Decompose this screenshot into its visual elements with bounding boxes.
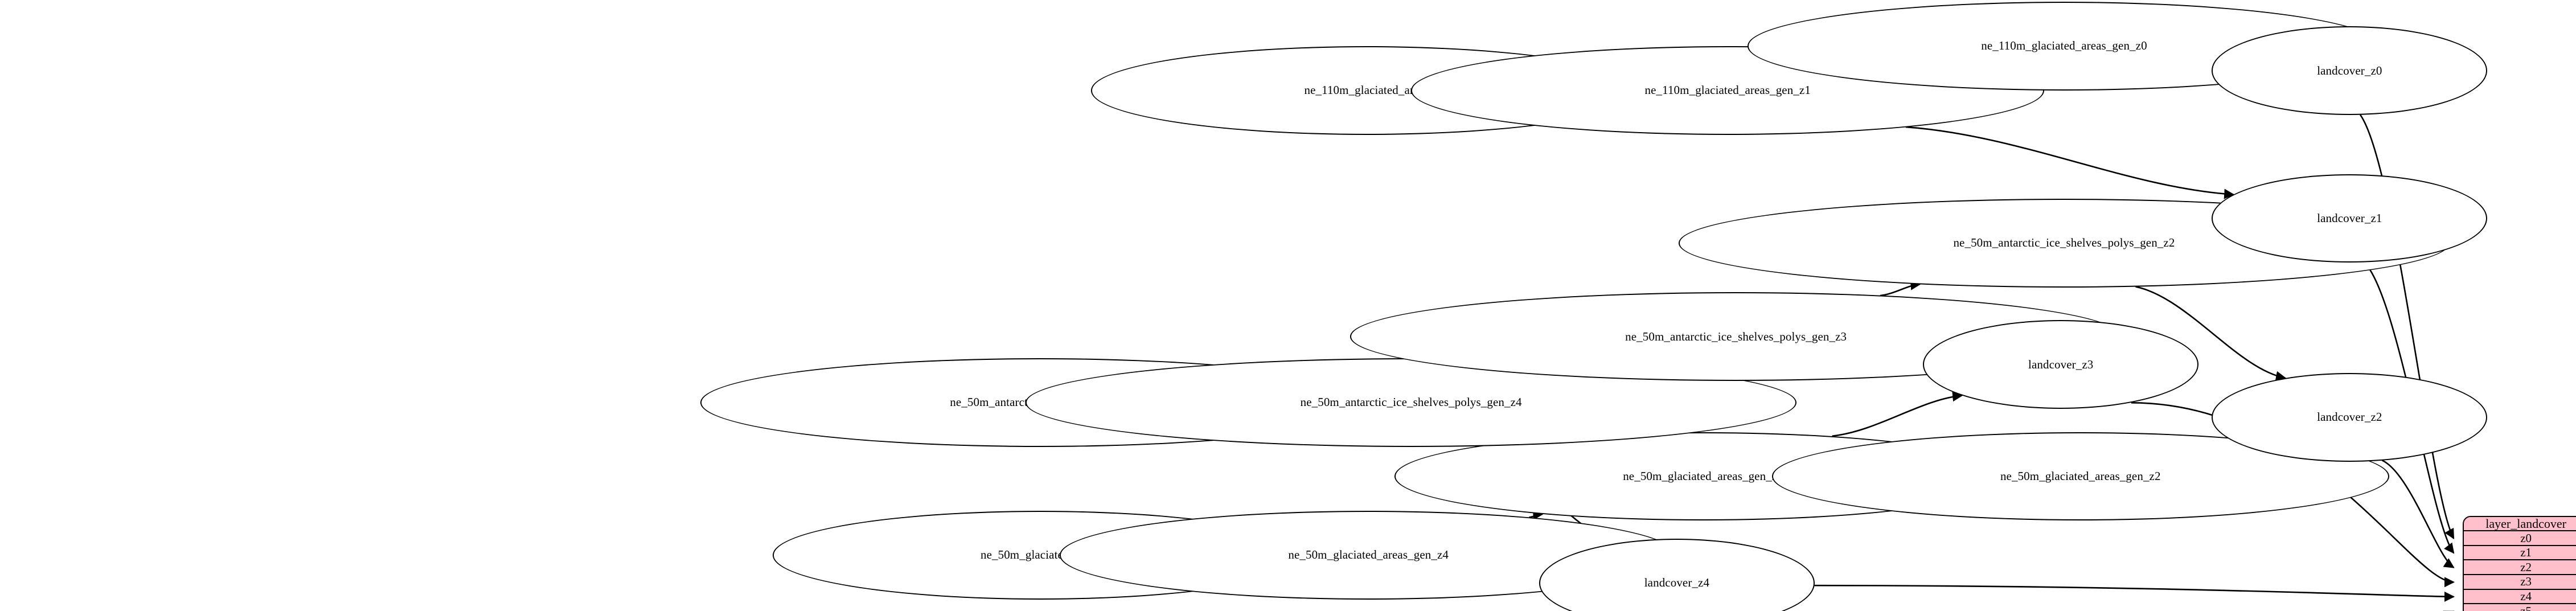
edge-ne_50m_glaciated_areas_gen_z4-to-ne_50m_glaciated_areas_gen_z3 bbox=[1529, 510, 1544, 520]
graph-node-landcover_z4[interactable]: landcover_z4 bbox=[1539, 539, 1815, 611]
edge-ne_50m_antarctic_ice_shelves_polys_gen_z3-to-ne_50m_antarctic_ice_shelves_polys_gen_z2 bbox=[1880, 280, 1921, 297]
graph-node-landcover_z3[interactable]: landcover_z3 bbox=[1923, 320, 2199, 409]
node-label: landcover_z4 bbox=[1644, 576, 1710, 590]
graph-node-ne_50m_antarctic_ice_shelves_polys_gen_z4[interactable]: ne_50m_antarctic_ice_shelves_polys_gen_z… bbox=[1025, 358, 1797, 447]
node-label: ne_50m_glaciated_areas_gen_z3 bbox=[1623, 469, 1783, 483]
record-node-layer-landcover[interactable]: layer_landcoverz0z1z2z3z4z5z6z7z8z9z10z1… bbox=[2463, 515, 2576, 611]
graph-node-landcover_z0[interactable]: landcover_z0 bbox=[2212, 26, 2488, 115]
node-label: landcover_z3 bbox=[2028, 357, 2094, 371]
record-row-z1[interactable]: z1 bbox=[2464, 546, 2576, 561]
edge-landcover_z4-to-layer_landcover-z4 bbox=[1814, 584, 2455, 602]
node-label: ne_110m_glaciated_areas_gen_z1 bbox=[1644, 83, 1811, 97]
edge-landcover_z2-to-layer_landcover-z2 bbox=[2381, 460, 2455, 568]
record-header: layer_landcover bbox=[2464, 517, 2576, 532]
node-label: ne_50m_antarctic_ice_shelves_polys_gen_z… bbox=[1625, 329, 1847, 343]
node-label: ne_110m_glaciated_areas bbox=[1304, 83, 1430, 97]
edge-ne_110m_glaciated_areas_gen_z1-to-landcover_z1 bbox=[1905, 126, 2235, 199]
record-row-z2[interactable]: z2 bbox=[2464, 560, 2576, 576]
edge-ne_50m_glaciated_areas_gen_z3-to-landcover_z3 bbox=[1832, 391, 1963, 437]
node-label: ne_50m_antarctic_ice_shelves_polys_gen_z… bbox=[1300, 395, 1522, 409]
node-label: landcover_z0 bbox=[2317, 63, 2382, 77]
node-label: ne_50m_glaciated_areas_gen_z2 bbox=[2000, 469, 2161, 483]
record-row-z3[interactable]: z3 bbox=[2464, 575, 2576, 590]
node-label: ne_50m_antarctic_ice_shelves_polys_gen_z… bbox=[1953, 236, 2175, 250]
graph-node-landcover_z1[interactable]: landcover_z1 bbox=[2212, 174, 2488, 263]
node-label: ne_110m_glaciated_areas_gen_z0 bbox=[1981, 39, 2147, 53]
node-label: landcover_z1 bbox=[2317, 211, 2382, 225]
node-label: landcover_z2 bbox=[2317, 410, 2382, 424]
graph-node-landcover_z2[interactable]: landcover_z2 bbox=[2212, 372, 2488, 462]
node-label: ne_50m_glaciated_areas_gen_z4 bbox=[1288, 548, 1449, 562]
record-row-z4[interactable]: z4 bbox=[2464, 589, 2576, 605]
record-row-z5[interactable]: z5 bbox=[2464, 604, 2576, 611]
record-row-z0[interactable]: z0 bbox=[2464, 531, 2576, 546]
